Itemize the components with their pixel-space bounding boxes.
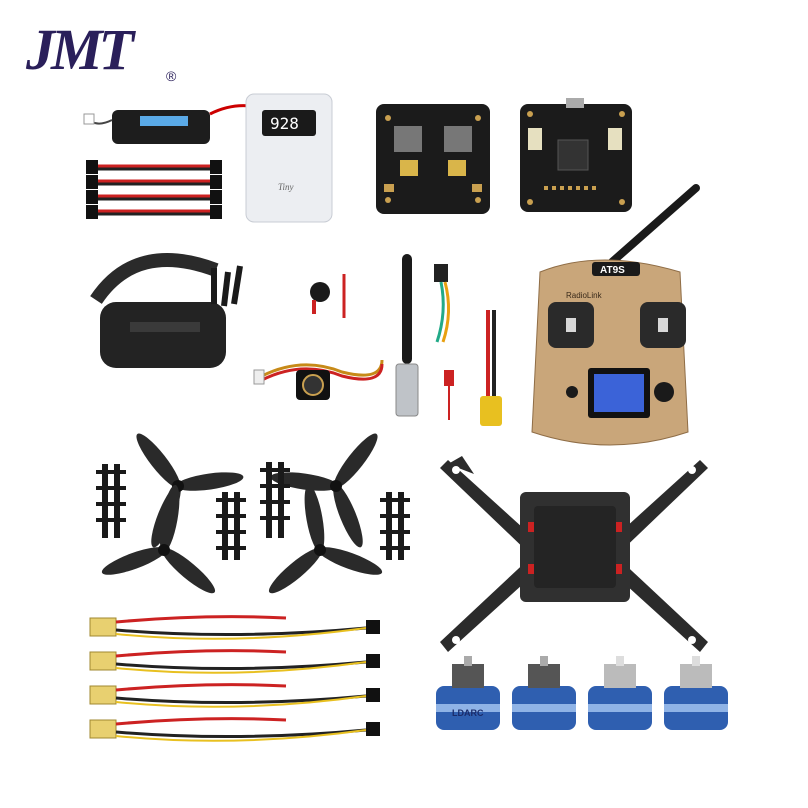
video-transmitter [395, 254, 454, 420]
escs [89, 615, 380, 742]
lipo-battery [83, 100, 264, 144]
nylon-standoffs [96, 462, 410, 560]
brand-logo: JMT ® [18, 14, 178, 94]
power-bank-display: 928 [270, 114, 299, 133]
radio-transmitter: AT9S RadioLink [531, 184, 700, 446]
xt60-power-lead [480, 310, 502, 426]
power-bank: 928 Tiny [245, 93, 333, 223]
misc-connectors [310, 274, 346, 318]
logo-text: JMT [26, 17, 134, 82]
transmitter-brand: RadioLink [566, 291, 603, 300]
servo-cables [86, 160, 222, 219]
svg-text:Tiny: Tiny [278, 182, 294, 192]
power-distribution-board [376, 104, 490, 214]
motor-brand: LDARC [452, 708, 484, 718]
transmitter-model: AT9S [600, 265, 625, 276]
brushless-motors: LDARC [436, 656, 728, 730]
fpv-camera [253, 359, 384, 400]
fpv-goggles [90, 253, 243, 368]
registered-mark: ® [166, 68, 177, 84]
flight-controller [520, 98, 632, 212]
propellers [101, 433, 383, 594]
carbon-frame [440, 456, 708, 652]
